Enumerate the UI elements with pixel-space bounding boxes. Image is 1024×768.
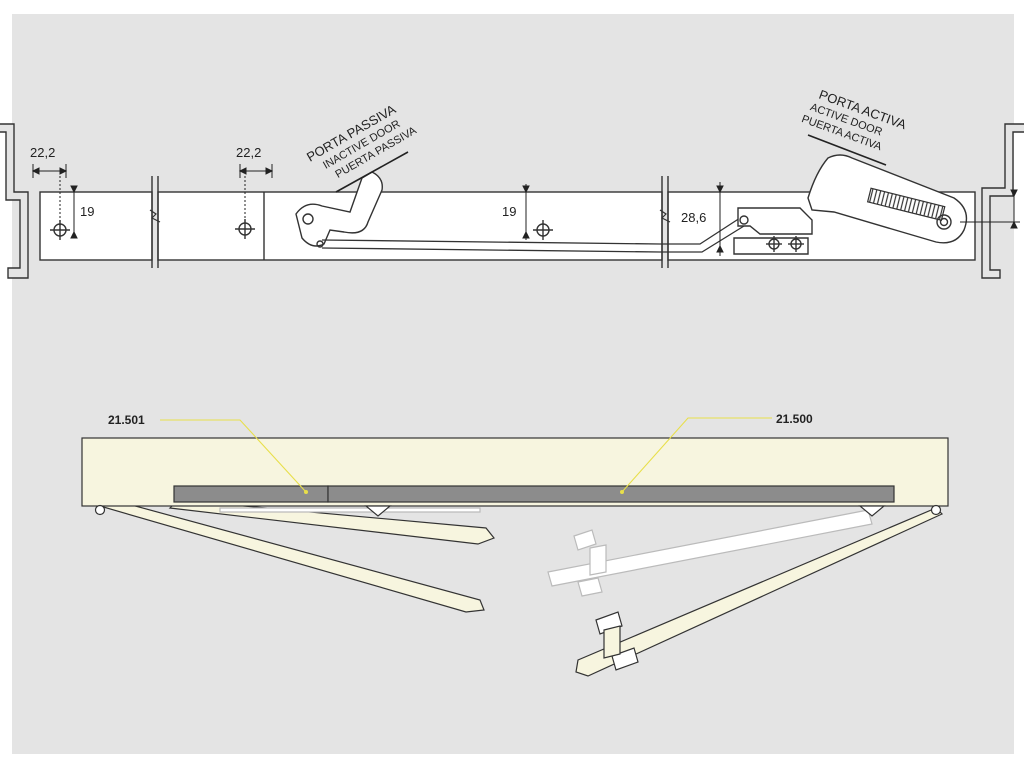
rail-left <box>173 485 329 503</box>
hinge-pin-right <box>930 504 942 516</box>
active-mechanism-base <box>733 237 809 255</box>
bar-segment-left <box>39 191 153 261</box>
leader-lines <box>160 417 772 493</box>
right-leaf-arm <box>575 507 944 677</box>
left-frame-profile <box>0 123 29 279</box>
dim-center-vertical: 19 <box>502 204 516 219</box>
active-mechanism <box>737 207 813 235</box>
part-code-right: 21.500 <box>776 412 813 426</box>
dim-mid-horizontal: 22,2 <box>236 145 261 160</box>
active-arm-pivot <box>936 214 952 230</box>
dim-right-vertical: 28,6 <box>681 210 706 225</box>
faded-arm <box>547 509 873 597</box>
mechanism-screw-1 <box>766 236 782 252</box>
bottom-drawing <box>81 437 949 677</box>
right-frame-profile <box>981 123 1024 279</box>
screw-hole-center <box>533 220 553 240</box>
dim-left-vertical: 19 <box>80 204 94 219</box>
left-leaf-arms <box>98 497 495 613</box>
passive-lever-pin <box>316 240 324 248</box>
screw-hole-mid <box>235 219 255 239</box>
part-code-left: 21.501 <box>108 413 145 427</box>
dimension-lines <box>31 134 1020 256</box>
hinge-pin-left <box>94 504 106 516</box>
bar-segment-middle <box>157 191 663 261</box>
dim-left-horizontal: 22,2 <box>30 145 55 160</box>
guide-bracket <box>364 505 392 517</box>
passive-lever-pivot <box>302 213 314 225</box>
leader-dot-right <box>620 490 624 494</box>
guide-bracket-right <box>858 505 886 517</box>
active-arm-grip <box>866 187 946 221</box>
mechanism-screw-2 <box>788 236 804 252</box>
rail-right <box>327 485 895 503</box>
leader-dot-left <box>304 490 308 494</box>
break-mark-left <box>149 176 161 268</box>
background <box>12 14 1014 754</box>
top-drawing <box>0 123 1024 279</box>
break-mark-right <box>659 176 671 268</box>
active-mechanism-pivot <box>739 215 749 225</box>
